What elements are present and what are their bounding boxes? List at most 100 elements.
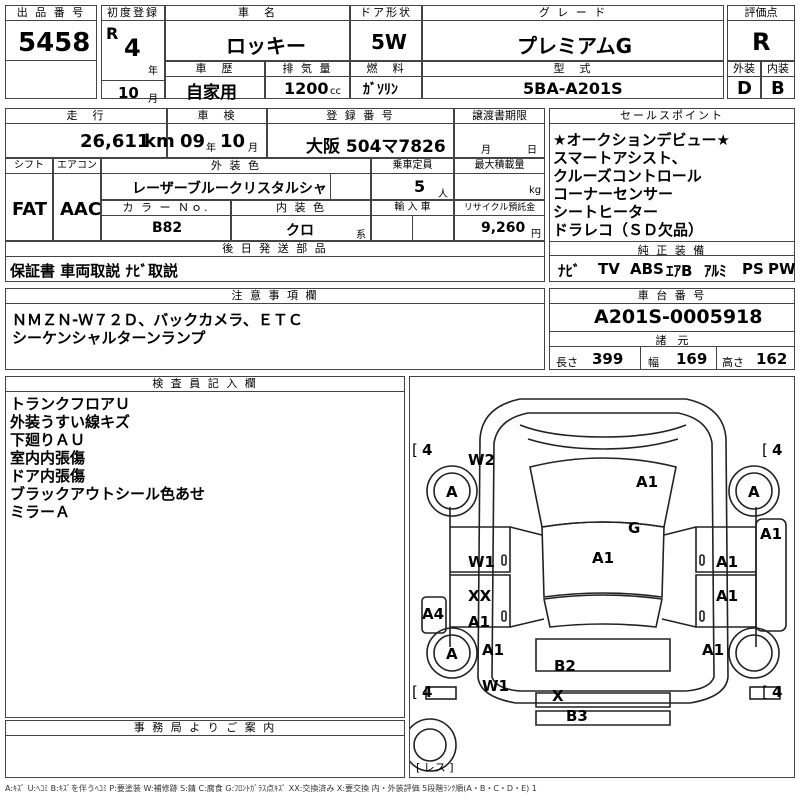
damage-a1-rdoor-f: A1 — [716, 553, 739, 571]
recycle-label: リサイクル預託金 — [455, 201, 544, 216]
history-box: 車 歴 自家用 — [165, 61, 265, 103]
damage-x: X — [552, 687, 564, 705]
ac-label: エアコン — [54, 159, 100, 174]
sales-line: ドラレコ（ＳＤ欠品） — [553, 221, 704, 239]
damage-a1-rdoor-r: A1 — [716, 587, 739, 605]
damage-a1-left: A1 — [468, 613, 491, 631]
interior-box: 内装 B — [761, 61, 795, 99]
damage-a1-rq: A1 — [702, 641, 725, 659]
width-label: 幅 — [648, 356, 659, 369]
mileage-label: 走 行 — [6, 109, 166, 124]
mileage-box: 走 行 26,611 km — [5, 108, 175, 158]
first-reg-year: 4 — [124, 34, 141, 62]
height: 162 — [756, 350, 788, 368]
exterior-box: 外装 D — [727, 61, 761, 99]
damage-a4: A4 — [422, 605, 445, 623]
equipment-item: PS — [742, 260, 764, 278]
ac-box: エアコン AAC — [53, 158, 101, 241]
damage-xx: XX — [468, 587, 492, 605]
grade: プレミアムG — [517, 34, 633, 58]
transfer-month: 月 — [481, 145, 491, 156]
later-label: 後 日 発 送 部 品 — [6, 242, 544, 257]
door-box: ドア形状 5W — [350, 5, 422, 61]
interior-label: 内装 — [762, 62, 794, 77]
fuel-box: 燃 料 ｶﾞｿﾘﾝ — [350, 61, 422, 99]
door-type: 5W — [371, 30, 407, 54]
grade-label: グ レ ー ド — [423, 6, 723, 21]
wheel-fl: A — [446, 483, 458, 501]
exterior-score: D — [737, 78, 752, 99]
bracket-icon: [ — [762, 441, 768, 459]
reg-number: 大阪 504マ7826 — [306, 137, 446, 157]
color-no-box: カ ラ ー Ｎｏ. B82 — [101, 200, 231, 241]
inspection-year: 09 — [180, 131, 206, 152]
later-box: 後 日 発 送 部 品 保証書 車両取説 ﾅﾋﾞ取説 — [5, 241, 545, 282]
damage-a1-lq: A1 — [482, 641, 505, 659]
lot-number: 5458 — [18, 28, 91, 58]
month-unit: 月 — [148, 94, 158, 105]
damage-hood: A1 — [592, 549, 615, 567]
inspector-line: ドア内張傷 — [10, 467, 86, 485]
int-color-label: 内 装 色 — [232, 201, 370, 216]
inspector-line: ミラーＡ — [10, 503, 71, 521]
notes-line: ＮＭＺＮ-Ｗ７２Ｄ、バックカメラ、ＥＴＣ — [12, 311, 303, 329]
equipment-label: 純 正 装 備 — [637, 244, 707, 257]
inspector-label: 検 査 員 記 入 欄 — [6, 377, 404, 392]
damage-b2: B2 — [554, 657, 576, 675]
inspector-line: 外装うすい線キズ — [10, 413, 131, 431]
car-name: ロッキー — [226, 34, 306, 58]
wheel-rl: A — [446, 645, 458, 663]
import-box: 輸 入 車 — [371, 200, 454, 241]
sales-line: コーナーセンサー — [553, 185, 674, 203]
inspection-year-unit: 年 — [206, 143, 216, 154]
tire-depth-rl: 4 — [422, 683, 433, 701]
first-reg-label: 初度登録 — [102, 6, 164, 21]
shift-label: シフト — [6, 159, 52, 174]
sales-line: ★オークションデビュー★ — [553, 131, 730, 149]
bracket-icon: [ — [412, 683, 418, 701]
interior-score: B — [771, 78, 785, 99]
grade-box: グ レ ー ド プレミアムG — [422, 5, 724, 61]
damage-fender-r: A1 — [760, 525, 783, 543]
displacement-box: 排 気 量 1200 cc — [265, 61, 350, 99]
notes-line: シーケンシャルターンランプ — [12, 329, 206, 347]
transfer-box: 譲渡書期限 月 日 — [454, 108, 545, 158]
car-outline — [410, 398, 787, 772]
length-label: 長さ — [556, 356, 578, 369]
sales-label: セールスポイント — [550, 109, 794, 124]
capacity-label: 乗車定員 — [372, 159, 453, 174]
width: 169 — [676, 350, 708, 368]
import-label: 輸 入 車 — [372, 201, 453, 216]
sales-line: シートヒーター — [553, 203, 659, 221]
shift-box: シフト FAT — [5, 158, 53, 241]
later-parts: 保証書 車両取説 ﾅﾋﾞ取説 — [10, 262, 178, 280]
recycle: 9,260 — [481, 220, 526, 236]
inspection-month-unit: 月 — [248, 143, 258, 154]
fuel-label: 燃 料 — [351, 62, 421, 77]
score-label: 評価点 — [728, 6, 794, 21]
model-box: 型 式 5BA-A201S — [422, 61, 724, 99]
ac: AAC — [60, 199, 102, 220]
damage-glass: G — [628, 519, 641, 537]
transfer-day: 日 — [527, 145, 537, 156]
score-box: 評価点 R — [727, 5, 795, 61]
model: 5BA-A201S — [523, 79, 623, 98]
reg-box: 登 録 番 号 大阪 504マ7826 — [267, 108, 454, 158]
capacity-unit: 人 — [438, 189, 448, 200]
damage-diagram: 4 [ 4 [ 4 [ 4 [ W2 A1 G A1 A A A A1 W1 A… — [409, 376, 795, 778]
inspection-month: 10 — [220, 131, 246, 152]
height-label: 高さ — [722, 356, 744, 369]
name-label: 車 名 — [166, 6, 349, 21]
capacity: 5 — [414, 177, 426, 196]
chassis-box: 車 台 番 号 A201S-0005918 諸 元 長さ 399 幅 169 高… — [549, 288, 795, 370]
bracket-icon: [ — [762, 683, 768, 701]
notes-box: 注 意 事 項 欄 ＮＭＺＮ-Ｗ７２Ｄ、バックカメラ、ＥＴＣ シーケンシャルター… — [5, 288, 545, 370]
damage-roof: A1 — [636, 473, 659, 491]
damage-w2: W2 — [468, 451, 495, 469]
lot-box: 出 品 番 号 5458 — [5, 5, 97, 99]
office-box: 事 務 局 よ り ご 案 内 — [5, 720, 405, 778]
inspection-box: 車 検 09 年 10 月 — [167, 108, 267, 158]
inspector-line: トランクフロアＵ — [10, 395, 131, 413]
name-box: 車 名 ロッキー — [165, 5, 350, 61]
spare-tire-label: [ レス ] — [416, 761, 454, 774]
